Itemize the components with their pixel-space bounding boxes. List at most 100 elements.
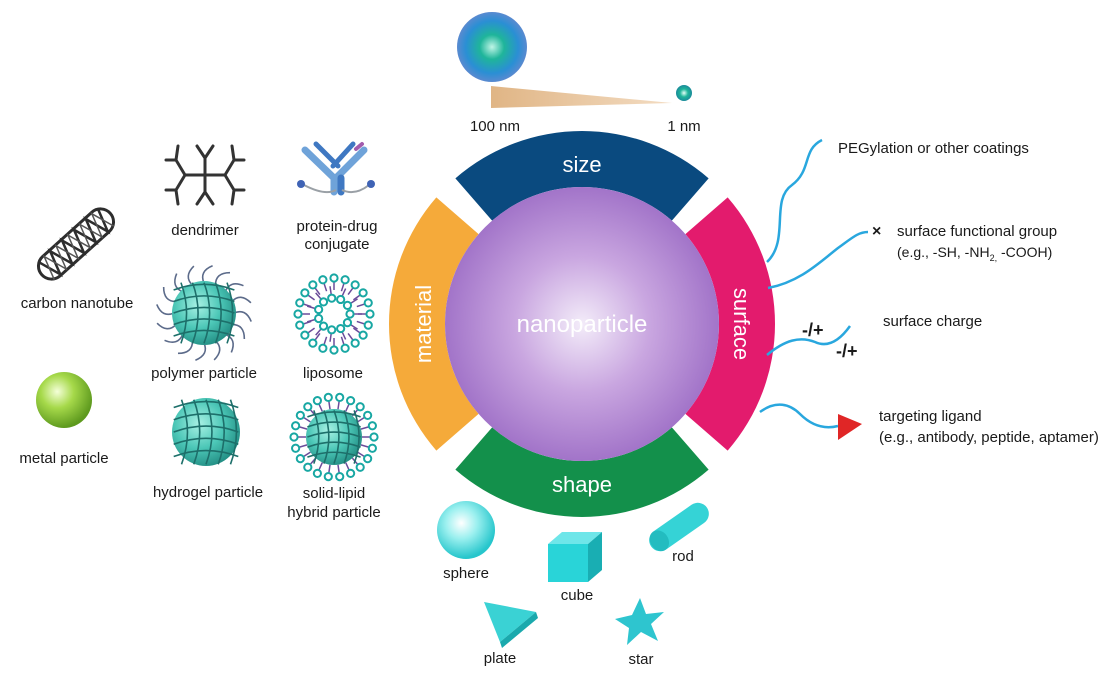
- functional-group-label-line1: surface functional group: [897, 223, 1057, 240]
- lipid-head: [350, 338, 360, 348]
- lipid-head: [358, 330, 368, 340]
- lipid-head: [318, 343, 328, 353]
- large-particle-icon: [457, 12, 527, 82]
- lipid-head: [336, 323, 346, 334]
- mesh-line: [173, 318, 235, 326]
- particle-core: [172, 281, 236, 345]
- lipid-head: [291, 421, 301, 431]
- lipid-head: [363, 454, 373, 464]
- lipid-head: [346, 396, 356, 406]
- lipid-head: [358, 288, 368, 298]
- lipid-head: [312, 468, 322, 478]
- particle-core: [172, 398, 240, 466]
- size-scale: 100 nm 1 nm: [457, 12, 701, 135]
- lipid-head: [323, 392, 333, 403]
- polymer-particle-label: polymer particle: [151, 365, 257, 382]
- lipid-head: [295, 320, 305, 330]
- mesh-line: [180, 399, 189, 465]
- lipid-head: [363, 320, 373, 330]
- lipid-head: [335, 471, 345, 482]
- star-icon: [615, 598, 664, 645]
- lipid-head: [369, 432, 379, 442]
- carbon-nanotube-icon: [36, 207, 116, 281]
- mesh-line: [217, 399, 225, 465]
- polymer-chain: [213, 340, 221, 361]
- lipid-head: [308, 338, 318, 348]
- lipid-head: [318, 321, 329, 331]
- lipid-head: [295, 454, 305, 464]
- lipid-head: [293, 309, 303, 319]
- polymer-chain: [201, 265, 213, 284]
- mesh-line: [173, 413, 239, 421]
- lipid-head: [363, 410, 373, 420]
- mesh-line: [323, 410, 330, 464]
- mesh-line: [180, 282, 188, 344]
- lipid-head: [289, 432, 299, 442]
- mesh-line: [214, 282, 222, 344]
- charge-chain: [766, 325, 852, 356]
- lipid-head: [318, 297, 329, 307]
- polymer-chain: [156, 304, 175, 316]
- rod-label: rod: [672, 548, 694, 565]
- ligand-label-line2: (e.g., antibody, peptide, aptamer): [879, 429, 1099, 446]
- pegylation-chain: [766, 138, 823, 263]
- lipid-head: [365, 309, 375, 319]
- metal-particle-icon: [36, 372, 92, 428]
- segment-shape: [455, 427, 709, 517]
- solid-lipid-hybrid-icon: [289, 392, 379, 482]
- lipid-head: [350, 280, 360, 290]
- lipid-head: [329, 273, 339, 283]
- pegylation-label: PEGylation or other coatings: [838, 140, 1029, 157]
- lipid-head: [303, 402, 313, 412]
- dendrimer-icon: [164, 144, 246, 206]
- segment-material: [389, 197, 479, 451]
- antibody-icon: [297, 141, 375, 196]
- metal-particle-label: metal particle: [19, 450, 108, 467]
- segment-shape-label: shape: [552, 472, 612, 497]
- polymer-particle-icon: [156, 265, 252, 361]
- mesh-line: [173, 425, 239, 433]
- hydrogel-icon: [172, 398, 240, 466]
- lipid-head: [300, 330, 310, 340]
- lipid-head: [323, 471, 333, 482]
- polymer-chain: [177, 340, 194, 355]
- cube-icon: [548, 532, 602, 582]
- attribute-ring: [389, 130, 776, 517]
- lipid-head: [363, 298, 373, 308]
- plate-icon: [484, 602, 538, 648]
- size-large-label: 100 nm: [470, 118, 520, 135]
- rod-icon: [649, 502, 709, 552]
- lipid-head: [327, 293, 337, 303]
- mesh-line: [191, 282, 199, 344]
- polymer-chain: [231, 296, 252, 304]
- lipid-head: [300, 288, 310, 298]
- lipid-head: [295, 410, 305, 420]
- mesh-line: [205, 399, 213, 465]
- cube-label: cube: [561, 587, 594, 604]
- lipid-head: [355, 462, 365, 472]
- functional-group-chain: [767, 230, 869, 290]
- lipid-head: [335, 392, 345, 403]
- lipid-head: [329, 345, 339, 355]
- lipid-head: [342, 300, 353, 310]
- lipid-head: [345, 309, 355, 319]
- lipid-head: [327, 325, 337, 335]
- solid-lipid-label-line2: hybrid particle: [287, 504, 380, 521]
- mesh-line: [173, 437, 239, 445]
- lipid-head: [314, 304, 324, 315]
- shapes: sphere cube rod plate star: [437, 501, 709, 668]
- mesh-line: [333, 410, 340, 464]
- polymer-chain: [195, 342, 207, 361]
- solid-lipid-label-line1: solid-lipid: [303, 485, 366, 502]
- size-small-label: 1 nm: [667, 118, 700, 135]
- surface-features: PEGylation or other coatings × surface f…: [759, 138, 1099, 446]
- protein-drug-label-line1: protein-drug: [297, 218, 378, 235]
- charge-symbol-1: -/+: [802, 320, 824, 340]
- mesh-line: [307, 421, 361, 428]
- carbon-nanotube-label: carbon nanotube: [21, 295, 134, 312]
- functional-group-marker-icon: ×: [872, 223, 881, 240]
- polymer-chain: [231, 323, 246, 340]
- lipid-head: [295, 298, 305, 308]
- mesh-line: [173, 306, 235, 314]
